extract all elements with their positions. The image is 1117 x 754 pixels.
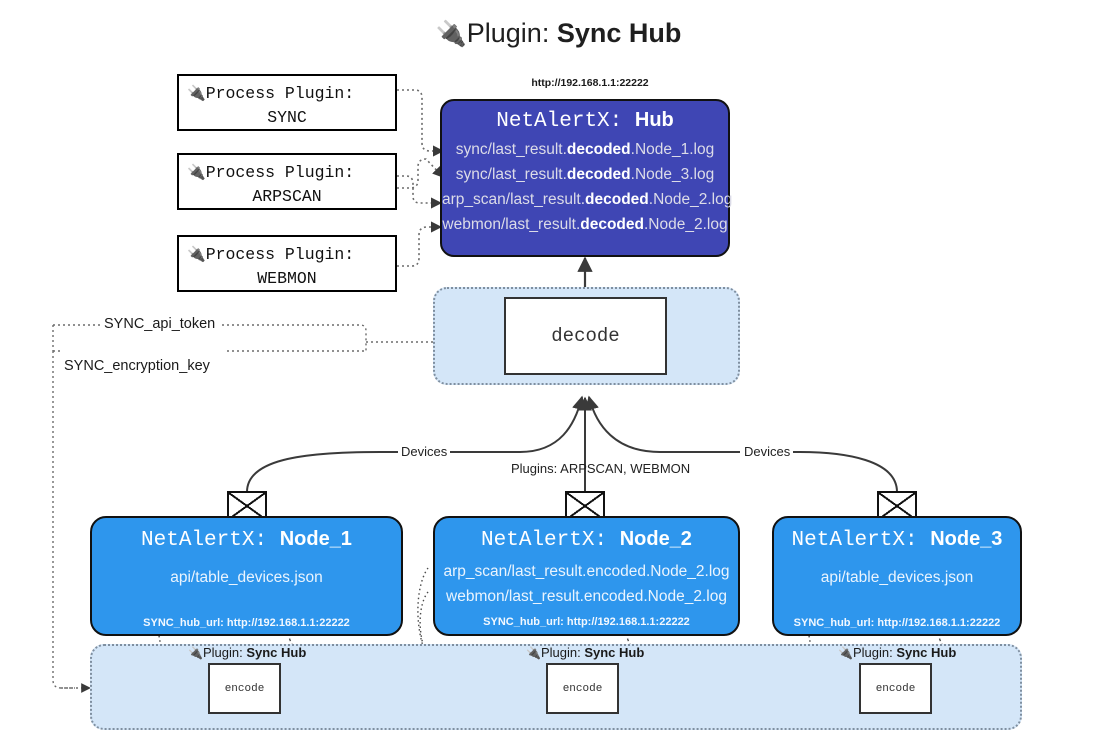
node-box-node-1[interactable]: NetAlertX: Node_1 api/table_devices.json… xyxy=(90,516,403,636)
process-plugin-line1: 🔌Process Plugin: xyxy=(187,84,355,103)
page-title-prefix: Plugin: xyxy=(466,18,550,48)
node-hub-url-label: SYNC_hub_url: http://192.168.1.1:22222 xyxy=(143,616,350,629)
encode-box-node-3[interactable]: encode xyxy=(859,663,932,714)
hub-log-line: arp_scan/last_result.decoded.Node_2.log xyxy=(442,191,733,209)
plugin-tag-node-2: 🔌Plugin: Sync Hub xyxy=(526,645,645,660)
plugin-tag-node-3: 🔌Plugin: Sync Hub xyxy=(838,645,957,660)
node3-to-decode-curve xyxy=(790,451,898,493)
node-title: NetAlertX: Node_1 xyxy=(92,528,401,552)
process-plugin-line1: 🔌Process Plugin: xyxy=(187,163,355,182)
page-title-name: Sync Hub xyxy=(556,18,682,48)
node-box-node-3[interactable]: NetAlertX: Node_3 api/table_devices.json… xyxy=(772,516,1022,636)
node-line: arp_scan/last_result.encoded.Node_2.log xyxy=(443,563,730,580)
hub-title-name: Hub xyxy=(634,109,674,131)
process-plugin-line2: SYNC xyxy=(267,107,307,127)
node-box-node-2[interactable]: NetAlertX: Node_2 arp_scan/last_result.e… xyxy=(433,516,740,636)
sync-encryption-key-label: SYNC_encryption_key xyxy=(60,358,214,374)
process-plugin-line2: ARPSCAN xyxy=(252,186,322,206)
sync-encryption-key-wire xyxy=(52,351,75,689)
node1-to-decode-curve-2 xyxy=(440,395,586,453)
node-title-name: Node_1 xyxy=(279,528,352,550)
plug-icon: 🔌 xyxy=(838,646,853,660)
hub-log-line: sync/last_result.decoded.Node_3.log xyxy=(455,166,715,184)
process-plugin-box-arpscan[interactable]: 🔌Process Plugin: ARPSCAN xyxy=(177,153,397,210)
node-line: api/table_devices.json xyxy=(170,569,323,586)
node-hub-url-label: SYNC_hub_url: http://192.168.1.1:22222 xyxy=(483,615,690,628)
encode-box-node-2[interactable]: encode xyxy=(546,663,619,714)
process-plugin-box-sync[interactable]: 🔌Process Plugin: SYNC xyxy=(177,74,397,131)
node-line: webmon/last_result.encoded.Node_2.log xyxy=(446,587,727,605)
hub-log-line: webmon/last_result.decoded.Node_2.log xyxy=(442,216,728,234)
node3-to-decode-curve-2 xyxy=(585,395,740,453)
decode-box[interactable]: decode xyxy=(504,297,667,375)
node-title-prefix: NetAlertX: xyxy=(141,529,268,552)
plug-icon: 🔌 xyxy=(188,646,203,660)
process-plugin-box-webmon[interactable]: 🔌Process Plugin: WEBMON xyxy=(177,235,397,292)
encode-box-node-1[interactable]: encode xyxy=(208,663,281,714)
node-title-name: Node_2 xyxy=(619,528,692,550)
node-title-prefix: NetAlertX: xyxy=(481,529,608,552)
hub-title-prefix: NetAlertX: xyxy=(496,110,623,133)
node-title: NetAlertX: Node_3 xyxy=(774,528,1020,552)
edge-label-plugins-center: Plugins: ARPSCAN, WEBMON xyxy=(511,461,691,476)
hub-title: NetAlertX: Hub xyxy=(442,109,728,133)
node1-to-decode-curve xyxy=(246,451,400,493)
node-title-prefix: NetAlertX: xyxy=(791,529,918,552)
plug-icon: 🔌 xyxy=(526,646,541,660)
node-line: api/table_devices.json xyxy=(820,569,974,586)
plugin-tag-node-1: 🔌Plugin: Sync Hub xyxy=(188,645,307,660)
hub-box[interactable]: NetAlertX: Hub sync/last_result.decoded.… xyxy=(440,99,733,257)
process-plugin-line1: 🔌Process Plugin: xyxy=(187,245,355,264)
process-plugin-line2: WEBMON xyxy=(257,268,317,288)
node-title-name: Node_3 xyxy=(930,528,1003,550)
edge-label-devices-right: Devices xyxy=(741,444,794,459)
hub-log-line: sync/last_result.decoded.Node_1.log xyxy=(455,141,715,158)
node-hub-url-label: SYNC_hub_url: http://192.168.1.1:22222 xyxy=(793,616,1001,629)
sync-api-token-label: SYNC_api_token xyxy=(100,316,220,332)
plug-icon: 🔌 xyxy=(187,245,206,263)
plug-icon: 🔌 xyxy=(435,20,467,48)
hub-url-label: http://192.168.1.1:22222 xyxy=(531,77,649,89)
plug-icon: 🔌 xyxy=(187,84,206,102)
edge-label-devices-left: Devices xyxy=(398,444,451,459)
plugin-to-hub-wires xyxy=(397,89,445,267)
node-title: NetAlertX: Node_2 xyxy=(435,528,738,552)
plug-icon: 🔌 xyxy=(187,163,206,181)
page-title: 🔌Plugin: Sync Hub xyxy=(0,18,1117,49)
